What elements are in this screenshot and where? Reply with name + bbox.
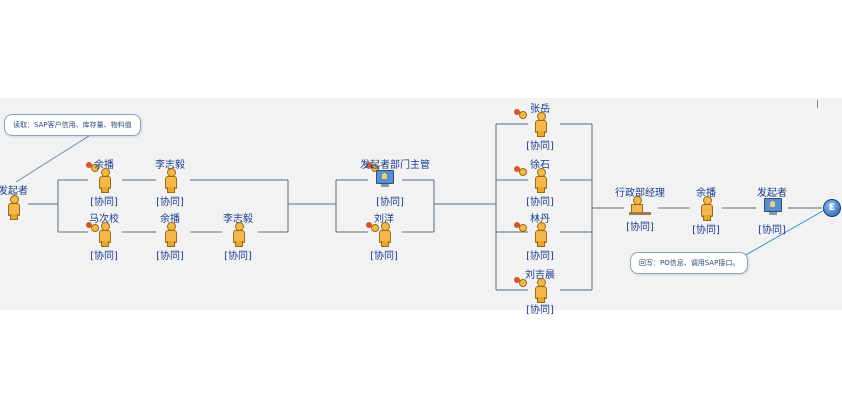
node-name: 李志毅: [155, 160, 185, 171]
node-tag: [协同]: [156, 197, 184, 208]
node-name: 林丹: [530, 214, 550, 225]
node-tag: [协同]: [90, 251, 118, 262]
node-tag: [协同]: [692, 225, 720, 236]
node-name: 刘吉晨: [525, 270, 555, 281]
scroll-indicator: [817, 100, 824, 108]
participant-icon: [86, 221, 100, 232]
read-callout-text: 读取：SAP客户信用、库存量、物料值: [13, 121, 132, 129]
node-name: 张岳: [530, 104, 550, 115]
workflow-edges: [15, 123, 829, 291]
node-tag: [协同]: [526, 251, 554, 262]
node-name: 行政部经理: [615, 188, 665, 199]
desk-person-icon: [629, 196, 651, 218]
person-icon: [534, 278, 547, 303]
read-callout: 读取：SAP客户信用、库存量、物料值: [4, 114, 141, 136]
participant-icon: [366, 221, 380, 232]
person-icon: [232, 222, 245, 247]
node-tag: [协同]: [224, 251, 252, 262]
node-tag: [协同]: [526, 141, 554, 152]
node-tag: [协同]: [526, 197, 554, 208]
person-icon: [164, 222, 177, 247]
person-icon: [7, 195, 20, 220]
node-name: 李志毅: [223, 214, 253, 225]
monitor-icon: [764, 198, 782, 216]
participant-icon: [514, 276, 528, 287]
participant-icon: [366, 161, 380, 172]
write-callout: 回写：PO信息、调用SAP接口。: [630, 252, 749, 274]
node-name: 余播: [160, 214, 180, 225]
person-icon: [534, 168, 547, 193]
node-name: 徐石: [530, 160, 550, 171]
node-tag: [协同]: [376, 197, 404, 208]
node-name: 发起者: [0, 186, 28, 197]
node-tag: [协同]: [156, 251, 184, 262]
node-tag: [协同]: [758, 225, 786, 236]
person-icon: [98, 222, 111, 247]
node-name: 余播: [696, 188, 716, 199]
person-icon: [700, 196, 713, 221]
node-name: 发起者部门主管: [360, 160, 430, 171]
person-icon: [98, 168, 111, 193]
person-icon: [378, 222, 391, 247]
end-node[interactable]: E: [823, 199, 841, 217]
node-tag: [协同]: [90, 197, 118, 208]
participant-icon: [514, 165, 528, 176]
participant-icon: [514, 221, 528, 232]
workflow-canvas: 读取：SAP客户信用、库存量、物料值 回写：PO信息、调用SAP接口。 发起者 …: [0, 98, 842, 316]
person-icon: [534, 112, 547, 137]
node-tag: [协同]: [626, 222, 654, 233]
person-icon: [164, 168, 177, 193]
person-icon: [534, 222, 547, 247]
end-node-label: E: [828, 203, 836, 213]
monitor-icon: [376, 170, 394, 188]
node-name: 马次校: [89, 214, 119, 225]
node-name: 刘洋: [374, 214, 394, 225]
node-name: 余播: [94, 160, 114, 171]
node-tag: [协同]: [370, 251, 398, 262]
participant-icon: [514, 108, 528, 119]
participant-icon: [86, 161, 100, 172]
node-name: 发起者: [757, 188, 787, 199]
node-tag: [协同]: [526, 305, 554, 316]
write-callout-text: 回写：PO信息、调用SAP接口。: [639, 259, 740, 267]
